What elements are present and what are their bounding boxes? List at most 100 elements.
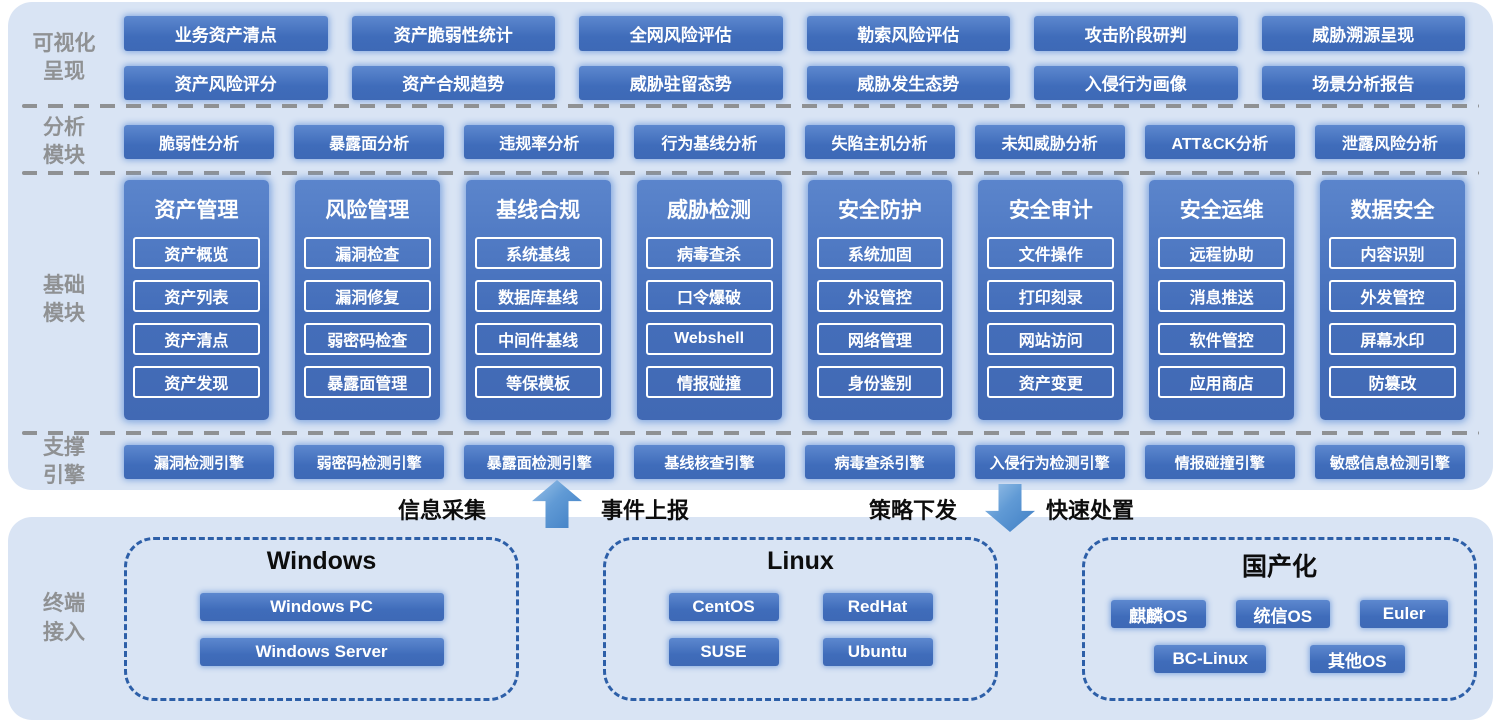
module-item: 资产概览: [133, 237, 260, 269]
module-column-ops: 安全运维 远程协助 消息推送 软件管控 应用商店: [1149, 180, 1295, 420]
module-item: 系统基线: [474, 237, 602, 269]
module-column-title: 威胁检测: [667, 199, 752, 222]
module-item: 资产清点: [133, 323, 260, 355]
flow-label-handle: 快速处置: [1046, 498, 1135, 523]
module-column-title: 风险管理: [325, 199, 410, 222]
flow-label-collect: 信息采集: [398, 498, 487, 523]
module-column-title: 安全运维: [1179, 199, 1264, 222]
module-item: 应用商店: [1158, 366, 1286, 398]
layer-label-terminal: 终端 接入: [8, 517, 120, 720]
layer-label-engines: 支撑 引擎: [8, 434, 120, 491]
module-item: 资产发现: [133, 366, 260, 398]
analysis-item: 未知威胁分析: [974, 125, 1125, 159]
flow-label-dispatch: 策略下发: [869, 498, 958, 523]
layer-label-analysis: 分析 模块: [8, 114, 120, 171]
module-column-title: 基线合规: [496, 199, 581, 222]
module-item: 弱密码检查: [303, 323, 431, 355]
os-group-windows: Windows Windows PC Windows Server: [124, 537, 519, 701]
module-column-title: 数据安全: [1350, 199, 1435, 222]
viz-item: 攻击阶段研判: [1034, 16, 1238, 51]
engine-item: 敏感信息检测引擎: [1314, 445, 1465, 479]
platform-panel: 可视化 呈现 业务资产清点 资产脆弱性统计 全网风险评估 勒索风险评估 攻击阶段…: [8, 2, 1493, 490]
os-item: Euler: [1360, 600, 1449, 628]
module-item: 系统加固: [816, 237, 944, 269]
viz-item: 资产合规趋势: [351, 65, 555, 100]
os-item: Windows Server: [199, 638, 444, 666]
os-item: 统信OS: [1235, 600, 1331, 628]
viz-item: 威胁溯源呈现: [1261, 16, 1465, 51]
module-item: 软件管控: [1158, 323, 1286, 355]
layer-label-line: 分析: [43, 115, 85, 139]
module-item: 网络管理: [816, 323, 944, 355]
module-column-threat-detect: 威胁检测 病毒查杀 口令爆破 Webshell 情报碰撞: [636, 180, 782, 420]
viz-item: 资产脆弱性统计: [351, 16, 555, 51]
analysis-item: 违规率分析: [464, 125, 615, 159]
layer-label-line: 模块: [43, 302, 85, 325]
module-item: 屏幕水印: [1329, 323, 1456, 355]
layer-label-line: 可视化: [32, 31, 96, 55]
flow-label-report: 事件上报: [601, 498, 690, 523]
module-item: 外设管控: [816, 280, 944, 312]
layer-label-line: 支撑: [43, 435, 85, 459]
layer-engines: 支撑 引擎 漏洞检测引擎 弱密码检测引擎 暴露面检测引擎 基线核查引擎 病毒查杀…: [8, 436, 1493, 487]
viz-item: 全网风险评估: [579, 16, 783, 51]
analysis-grid: 脆弱性分析 暴露面分析 违规率分析 行为基线分析 失陷主机分析 未知威胁分析 A…: [120, 125, 1493, 159]
base-modules-grid: 资产管理 资产概览 资产列表 资产清点 资产发现 风险管理 漏洞检查 漏洞修复 …: [120, 180, 1493, 420]
module-item: 远程协助: [1158, 237, 1286, 269]
viz-item: 场景分析报告: [1261, 65, 1465, 100]
layer-label-line: 终端: [43, 592, 85, 616]
os-group-title: Linux: [767, 547, 834, 575]
module-item: 打印刻录: [987, 280, 1115, 312]
os-group-title: Windows: [266, 547, 377, 575]
viz-item: 业务资产清点: [124, 16, 328, 51]
os-group-linux: Linux CentOS RedHat SUSE Ubuntu: [603, 537, 998, 701]
module-item: 外发管控: [1329, 280, 1456, 312]
module-item: 病毒查杀: [645, 237, 773, 269]
os-item: SUSE: [668, 638, 779, 666]
module-item: 数据库基线: [474, 280, 602, 312]
os-item: 其他OS: [1309, 645, 1405, 673]
layer-label-line: 接入: [43, 620, 85, 644]
module-item: 资产列表: [133, 280, 260, 312]
module-item: 资产变更: [987, 366, 1115, 398]
analysis-item: 行为基线分析: [634, 125, 785, 159]
module-item: 内容识别: [1329, 237, 1456, 269]
engine-item: 漏洞检测引擎: [124, 445, 275, 479]
viz-item: 入侵行为画像: [1034, 65, 1238, 100]
module-column-title: 安全审计: [1008, 199, 1093, 222]
module-item: 情报碰撞: [645, 366, 773, 398]
layer-label-line: 模块: [43, 144, 85, 167]
module-item: 身份鉴别: [816, 366, 944, 398]
module-item: 中间件基线: [474, 323, 602, 355]
module-item: 漏洞修复: [303, 280, 431, 312]
os-group-domestic: 国产化 麒麟OS 统信OS Euler BC-Linux 其他OS: [1082, 537, 1477, 701]
layer-visualization: 可视化 呈现 业务资产清点 资产脆弱性统计 全网风险评估 勒索风险评估 攻击阶段…: [8, 14, 1493, 102]
analysis-item: ATT&CK分析: [1144, 125, 1295, 159]
module-column-data-security: 数据安全 内容识别 外发管控 屏幕水印 防篡改: [1320, 180, 1465, 420]
viz-item: 威胁发生态势: [806, 65, 1010, 100]
module-item: 暴露面管理: [303, 366, 431, 398]
module-item: 漏洞检查: [303, 237, 431, 269]
module-item: 网站访问: [987, 323, 1115, 355]
engine-item: 暴露面检测引擎: [464, 445, 615, 479]
layer-label-visualization: 可视化 呈现: [8, 14, 120, 102]
layer-label-line: 呈现: [43, 60, 85, 83]
engine-item: 情报碰撞引擎: [1144, 445, 1295, 479]
module-column-baseline: 基线合规 系统基线 数据库基线 中间件基线 等保模板: [465, 180, 611, 420]
module-column-title: 资产管理: [154, 199, 239, 222]
viz-item: 勒索风险评估: [806, 16, 1010, 51]
layer-label-line: 引擎: [43, 464, 85, 487]
module-item: 口令爆破: [645, 280, 773, 312]
os-group-title: 国产化: [1241, 553, 1317, 581]
module-column-audit: 安全审计 文件操作 打印刻录 网站访问 资产变更: [978, 180, 1124, 420]
layer-analysis: 分析 模块 脆弱性分析 暴露面分析 违规率分析 行为基线分析 失陷主机分析 未知…: [8, 113, 1493, 171]
visualization-grid: 业务资产清点 资产脆弱性统计 全网风险评估 勒索风险评估 攻击阶段研判 威胁溯源…: [120, 14, 1493, 102]
layer-divider: [22, 171, 1479, 175]
layer-label-line: 基础: [43, 273, 85, 297]
os-item: RedHat: [822, 593, 933, 621]
module-column-risk-mgmt: 风险管理 漏洞检查 漏洞修复 弱密码检查 暴露面管理: [294, 180, 440, 420]
engine-item: 入侵行为检测引擎: [974, 445, 1125, 479]
analysis-item: 脆弱性分析: [124, 125, 275, 159]
terminal-groups: Windows Windows PC Windows Server Linux …: [120, 517, 1493, 720]
viz-item: 资产风险评分: [124, 65, 328, 100]
